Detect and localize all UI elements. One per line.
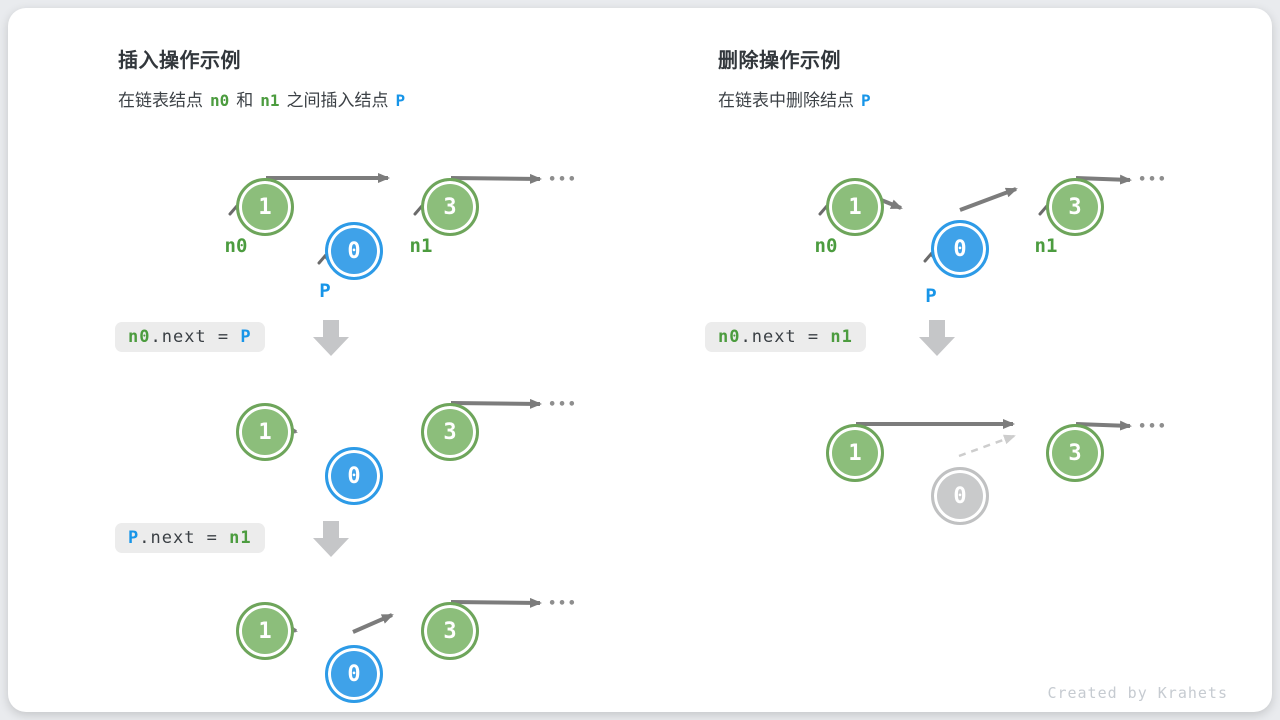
insert-panel-subtitle: 在链表结点 n0 和 n1 之间插入结点 P <box>118 86 412 111</box>
arrow-delete-r1-3toellipsis <box>1075 174 1132 185</box>
ellipsis: ••• <box>548 172 578 188</box>
subtitle-token-p: P <box>861 91 871 110</box>
list-node-3: 3 <box>421 178 479 236</box>
node-value: 0 <box>953 483 967 509</box>
node-value: 0 <box>347 463 361 489</box>
code-rhs: n1 <box>229 528 252 548</box>
down-arrow-icon <box>919 320 955 356</box>
code-label-n0-next-p: n0.next = P <box>115 322 265 352</box>
arrow-delete-removed-dashed <box>958 434 1016 458</box>
node-value: 3 <box>443 194 457 220</box>
pointer-label-n0: n0 <box>814 235 838 257</box>
list-node-3: 3 <box>421 403 479 461</box>
subtitle-text: 在链表中删除结点 <box>718 91 854 110</box>
subtitle-token-n1: n1 <box>260 91 280 110</box>
node-value: 3 <box>443 419 457 445</box>
pointer-label-p: P <box>925 285 937 307</box>
list-node-3: 3 <box>1046 424 1104 482</box>
list-node-0-inserted: 0 <box>325 447 383 505</box>
code-label-p-next-n1: P.next = n1 <box>115 523 265 553</box>
code-lhs: n0 <box>128 327 151 347</box>
arrow-insert-r3-0to3 <box>352 613 394 634</box>
arrow-insert-r3-3toellipsis <box>450 597 542 608</box>
node-value: 3 <box>1068 440 1082 466</box>
diagram-card: 插入操作示例 在链表结点 n0 和 n1 之间插入结点 P 1 3 0 ••• n0 n1… <box>8 8 1272 712</box>
pointer-label-p: P <box>319 280 331 302</box>
node-value: 1 <box>848 440 862 466</box>
down-arrow-icon <box>313 521 349 557</box>
code-rhs: P <box>240 327 252 347</box>
arrows-overlay <box>228 173 1132 634</box>
pointer-label-n1: n1 <box>409 235 433 257</box>
node-value: 0 <box>347 238 361 264</box>
code-mid: .next = <box>150 327 241 347</box>
code-label-n0-next-n1: n0.next = n1 <box>705 322 866 352</box>
ellipsis: ••• <box>548 397 578 413</box>
subtitle-token-n0: n0 <box>210 91 230 110</box>
list-node-0-to-delete: 0 <box>931 220 989 278</box>
code-mid: .next = <box>740 327 831 347</box>
subtitle-text: 之间插入结点 <box>286 91 389 110</box>
code-mid: .next = <box>139 528 230 548</box>
list-node-1: 1 <box>236 403 294 461</box>
node-value: 3 <box>1068 194 1082 220</box>
list-node-0-inserted: 0 <box>325 645 383 703</box>
delete-panel-title: 删除操作示例 <box>718 50 841 72</box>
node-value: 1 <box>258 194 272 220</box>
list-node-1: 1 <box>826 178 884 236</box>
insert-panel-title: 插入操作示例 <box>118 50 241 72</box>
arrow-delete-r2-3toellipsis <box>1075 420 1132 431</box>
code-lhs: P <box>128 528 140 548</box>
pointer-label-n1: n1 <box>1034 235 1058 257</box>
subtitle-token-p: P <box>395 91 406 110</box>
node-value: 0 <box>347 661 361 687</box>
ellipsis: ••• <box>548 596 578 612</box>
down-arrow-icon <box>313 320 349 356</box>
list-node-1: 1 <box>236 178 294 236</box>
list-node-3: 3 <box>421 602 479 660</box>
arrow-insert-r1-3toellipsis <box>450 173 542 184</box>
code-rhs: n1 <box>830 327 853 347</box>
arrow-delete-r1-0to3 <box>959 187 1018 212</box>
subtitle-text: 和 <box>236 91 254 110</box>
ellipsis: ••• <box>1138 172 1168 188</box>
arrow-insert-r2-3toellipsis <box>450 398 542 409</box>
list-node-1: 1 <box>236 602 294 660</box>
subtitle-text: 在链表结点 <box>118 91 203 110</box>
delete-panel-subtitle: 在链表中删除结点 P <box>718 86 878 111</box>
ellipsis: ••• <box>1138 419 1168 435</box>
node-value: 1 <box>848 194 862 220</box>
node-value: 3 <box>443 618 457 644</box>
list-node-1: 1 <box>826 424 884 482</box>
pointer-label-n0: n0 <box>224 235 248 257</box>
node-value: 0 <box>953 236 967 262</box>
list-node-0-removed: 0 <box>931 467 989 525</box>
credit-text: Created by Krahets <box>1047 684 1228 702</box>
node-value: 1 <box>258 618 272 644</box>
list-node-0-inserted: 0 <box>325 222 383 280</box>
list-node-3: 3 <box>1046 178 1104 236</box>
node-value: 1 <box>258 419 272 445</box>
code-lhs: n0 <box>718 327 741 347</box>
